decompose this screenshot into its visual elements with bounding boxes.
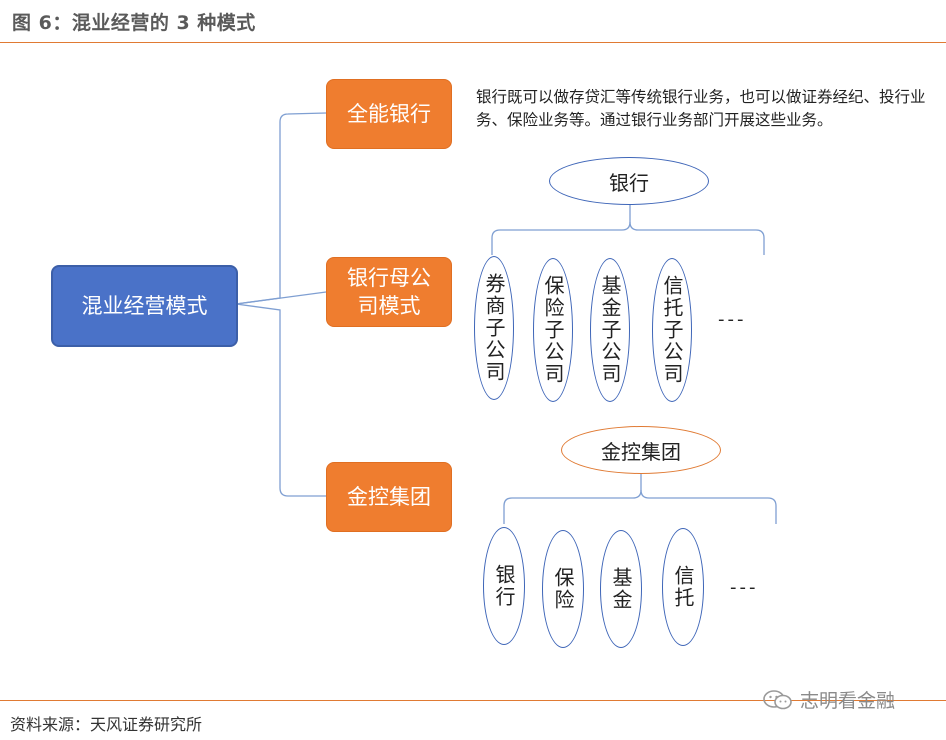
member-oval-insurance: 保险 [542,530,584,648]
member-ellipsis: --- [730,577,759,598]
mode-box-bank-parent: 银行母公 司模式 [326,257,452,327]
top-divider [0,42,946,43]
root-box-mixed-operation: 混业经营模式 [51,265,238,347]
member-oval-trust: 信托 [662,528,704,646]
subsidiary-ellipsis: --- [718,309,747,330]
subsidiary-label: 信托子公司 [660,275,684,385]
watermark: 志明看金融 [762,686,895,713]
figure-title: 图 6：混业经营的 3 种模式 [12,12,256,34]
link-root-holding [235,303,326,497]
subsidiary-oval-trust: 信托子公司 [652,258,692,402]
bracket-bank-right [629,221,765,255]
source-note: 资料来源：天风证券研究所 [10,715,203,734]
subsidiary-oval-insurance: 保险子公司 [533,258,573,402]
bracket-holding-right [640,489,777,524]
watermark-text: 志明看金融 [800,690,896,712]
wechat-icon [763,689,792,709]
subsidiary-oval-fund: 基金子公司 [590,258,630,402]
bottom-divider [0,700,946,701]
member-label: 信托 [671,565,695,609]
mode-box-universal-bank: 全能银行 [326,79,452,149]
member-label: 银行 [492,564,516,608]
link-root-universal [235,112,327,305]
holding-top-node: 金控集团 [561,426,721,474]
subsidiary-label: 券商子公司 [482,273,506,383]
member-oval-bank: 银行 [483,527,525,645]
subsidiary-label: 保险子公司 [541,275,565,385]
mode-box-holding-group: 金控集团 [326,462,452,532]
member-label: 保险 [551,567,575,611]
subsidiary-label: 基金子公司 [598,275,622,385]
bank-top-node: 银行 [549,157,709,205]
member-oval-fund: 基金 [600,530,642,648]
bracket-bank-left [491,205,631,255]
bracket-holding-left [503,472,642,524]
subsidiary-oval-securities: 券商子公司 [474,256,514,400]
universal-bank-description: 银行既可以做存贷汇等传统银行业务，也可以做证券经纪、投行业务、保险业务等。通过银… [476,88,926,129]
member-label: 基金 [609,567,633,611]
link-root-parent [235,291,327,305]
